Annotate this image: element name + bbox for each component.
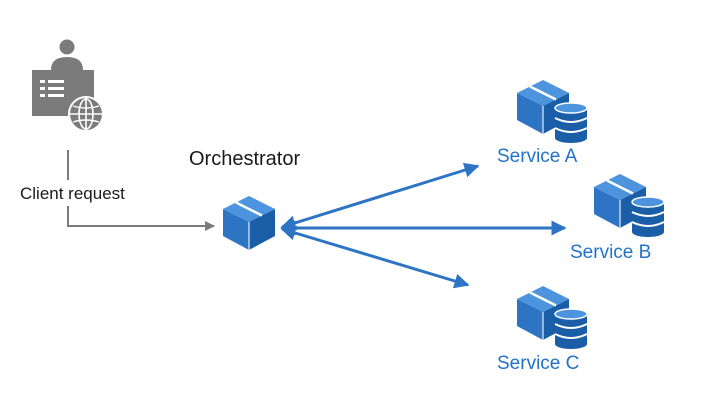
globe-icon <box>68 96 104 132</box>
orchestrator-label: Orchestrator <box>189 148 300 170</box>
service-b-database-icon <box>631 196 665 238</box>
arrow-to-service-a <box>280 162 480 231</box>
client-request-line <box>67 150 215 231</box>
user-shoulders <box>51 57 83 70</box>
list-icon <box>40 80 64 97</box>
service-a-database-icon <box>554 102 588 144</box>
client-request-label-bg <box>15 180 155 206</box>
client-icon <box>32 39 104 132</box>
service-c-database-icon <box>554 308 588 350</box>
client-request-label: Client request <box>20 184 125 203</box>
service-c-label: Service C <box>497 353 579 374</box>
service-a-label: Service A <box>497 146 578 167</box>
service-b-label: Service B <box>570 242 651 263</box>
user-head <box>59 39 75 55</box>
arrow-to-service-c <box>280 225 470 289</box>
orchestrator-cube-icon <box>221 194 277 252</box>
